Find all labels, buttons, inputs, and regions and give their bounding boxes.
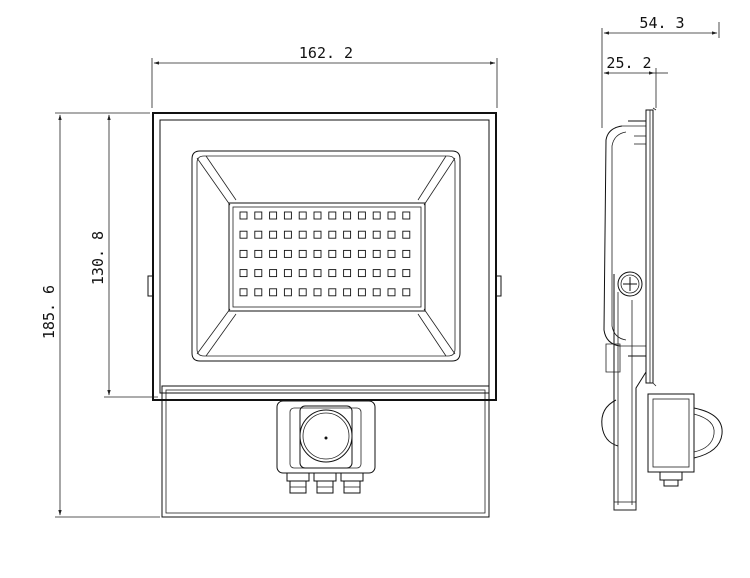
led-chip xyxy=(343,211,352,220)
led-chip xyxy=(313,211,322,220)
led-chip xyxy=(283,269,292,278)
led-chip xyxy=(387,288,396,297)
mounting-bracket xyxy=(161,385,490,518)
led-chip xyxy=(254,230,263,239)
side-sensor xyxy=(601,343,723,487)
led-chip xyxy=(313,230,322,239)
led-board xyxy=(228,202,426,312)
led-chip xyxy=(328,249,337,258)
led-chip xyxy=(313,269,322,278)
side-bracket xyxy=(613,274,647,511)
led-chip xyxy=(328,288,337,297)
led-chip xyxy=(298,249,307,258)
dimension-front-width: 162. 2 xyxy=(151,44,498,108)
led-chip xyxy=(239,249,248,258)
front-width-label: 162. 2 xyxy=(299,44,353,62)
led-chip xyxy=(328,269,337,278)
left-pivot-tab xyxy=(147,275,154,297)
led-chip xyxy=(357,230,366,239)
led-chip xyxy=(357,288,366,297)
front-total-height-label: 185. 6 xyxy=(40,285,58,339)
led-chip xyxy=(372,230,381,239)
led-chip xyxy=(269,211,278,220)
sensor-lens xyxy=(299,409,353,463)
led-chip xyxy=(357,269,366,278)
pivot-screw xyxy=(617,271,643,297)
side-depth-label: 54. 3 xyxy=(639,14,684,32)
led-chip xyxy=(357,249,366,258)
dimension-side-depth: 54. 3 xyxy=(601,14,720,128)
motion-sensor xyxy=(276,400,376,494)
led-chip xyxy=(313,288,322,297)
led-chip xyxy=(269,269,278,278)
led-chip xyxy=(239,211,248,220)
led-chip xyxy=(239,288,248,297)
led-chip xyxy=(402,249,411,258)
led-chip xyxy=(372,288,381,297)
led-chip xyxy=(402,211,411,220)
led-chip xyxy=(328,230,337,239)
led-chip xyxy=(269,288,278,297)
led-chip xyxy=(372,269,381,278)
dimension-front-total-height: 185. 6 xyxy=(40,112,160,518)
led-chip xyxy=(254,249,263,258)
led-chip xyxy=(254,288,263,297)
right-pivot-tab xyxy=(495,275,502,297)
led-chip xyxy=(343,230,352,239)
led-chip xyxy=(328,211,337,220)
cable-glands xyxy=(286,472,364,494)
led-chip xyxy=(343,249,352,258)
led-chip xyxy=(283,288,292,297)
led-chip xyxy=(357,211,366,220)
led-chip xyxy=(387,269,396,278)
led-grid xyxy=(239,211,411,297)
led-chip xyxy=(387,230,396,239)
housing-frame xyxy=(147,112,502,401)
led-chip xyxy=(402,269,411,278)
led-chip xyxy=(269,249,278,258)
side-view: 54. 3 25. 2 xyxy=(601,14,723,511)
led-chip xyxy=(387,211,396,220)
led-chip xyxy=(313,249,322,258)
led-chip xyxy=(372,249,381,258)
front-view: 162. 2 130. 8 185. 6 xyxy=(40,44,502,518)
led-chip xyxy=(298,211,307,220)
led-chip xyxy=(283,230,292,239)
led-chip xyxy=(402,288,411,297)
led-chip xyxy=(283,211,292,220)
led-chip xyxy=(372,211,381,220)
led-chip xyxy=(298,288,307,297)
led-chip xyxy=(387,249,396,258)
led-chip xyxy=(269,230,278,239)
led-chip xyxy=(254,269,263,278)
led-chip xyxy=(298,269,307,278)
led-chip xyxy=(343,288,352,297)
led-chip xyxy=(254,211,263,220)
led-chip xyxy=(239,269,248,278)
led-chip xyxy=(298,230,307,239)
dimension-side-body-depth: 25. 2 xyxy=(603,54,668,108)
rear-body xyxy=(603,120,647,357)
led-chip xyxy=(343,269,352,278)
dimension-front-inner-height: 130. 8 xyxy=(89,112,158,398)
side-body-depth-label: 25. 2 xyxy=(606,54,651,72)
reflector xyxy=(191,150,461,362)
led-chip xyxy=(239,230,248,239)
led-chip xyxy=(283,249,292,258)
led-chip xyxy=(402,230,411,239)
front-glass-plate xyxy=(645,107,657,387)
front-inner-height-label: 130. 8 xyxy=(89,231,107,285)
